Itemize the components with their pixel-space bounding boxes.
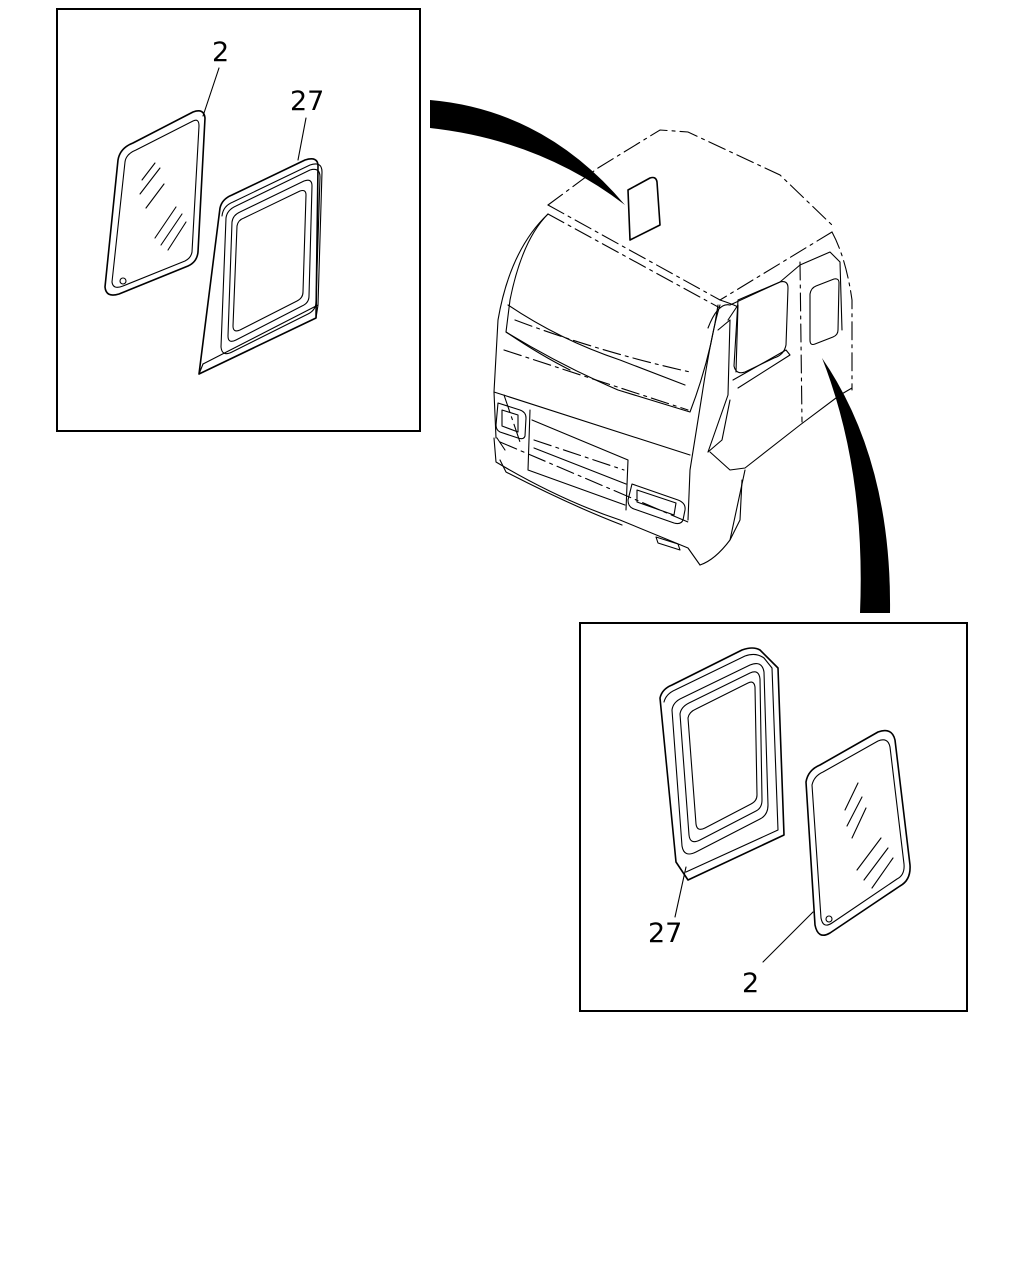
window-seal-bottom	[659, 647, 785, 881]
glass-panel-bottom	[805, 729, 911, 936]
leader-line-27-top	[297, 117, 307, 161]
callout-2-bottom: 2	[742, 968, 759, 999]
callout-27-top: 27	[290, 86, 324, 117]
glass-panel-top	[104, 110, 206, 296]
truck-cab-illustration	[493, 129, 853, 566]
window-seal-top	[198, 158, 323, 375]
leader-line-2-top	[202, 67, 220, 117]
leader-line-2-bottom	[762, 911, 814, 963]
callout-2-top: 2	[212, 37, 229, 68]
pointer-arrow-bottom	[822, 358, 891, 613]
callout-27-bottom: 27	[648, 918, 682, 949]
detail-box-top-left: 2 27	[56, 8, 421, 432]
detail-frame-top	[56, 8, 421, 432]
detail-box-bottom-right: 27 2	[579, 622, 968, 1012]
detail-frame-bottom	[579, 622, 968, 1012]
pointer-arrow-top	[430, 100, 625, 205]
leader-line-27-bottom	[674, 866, 687, 918]
